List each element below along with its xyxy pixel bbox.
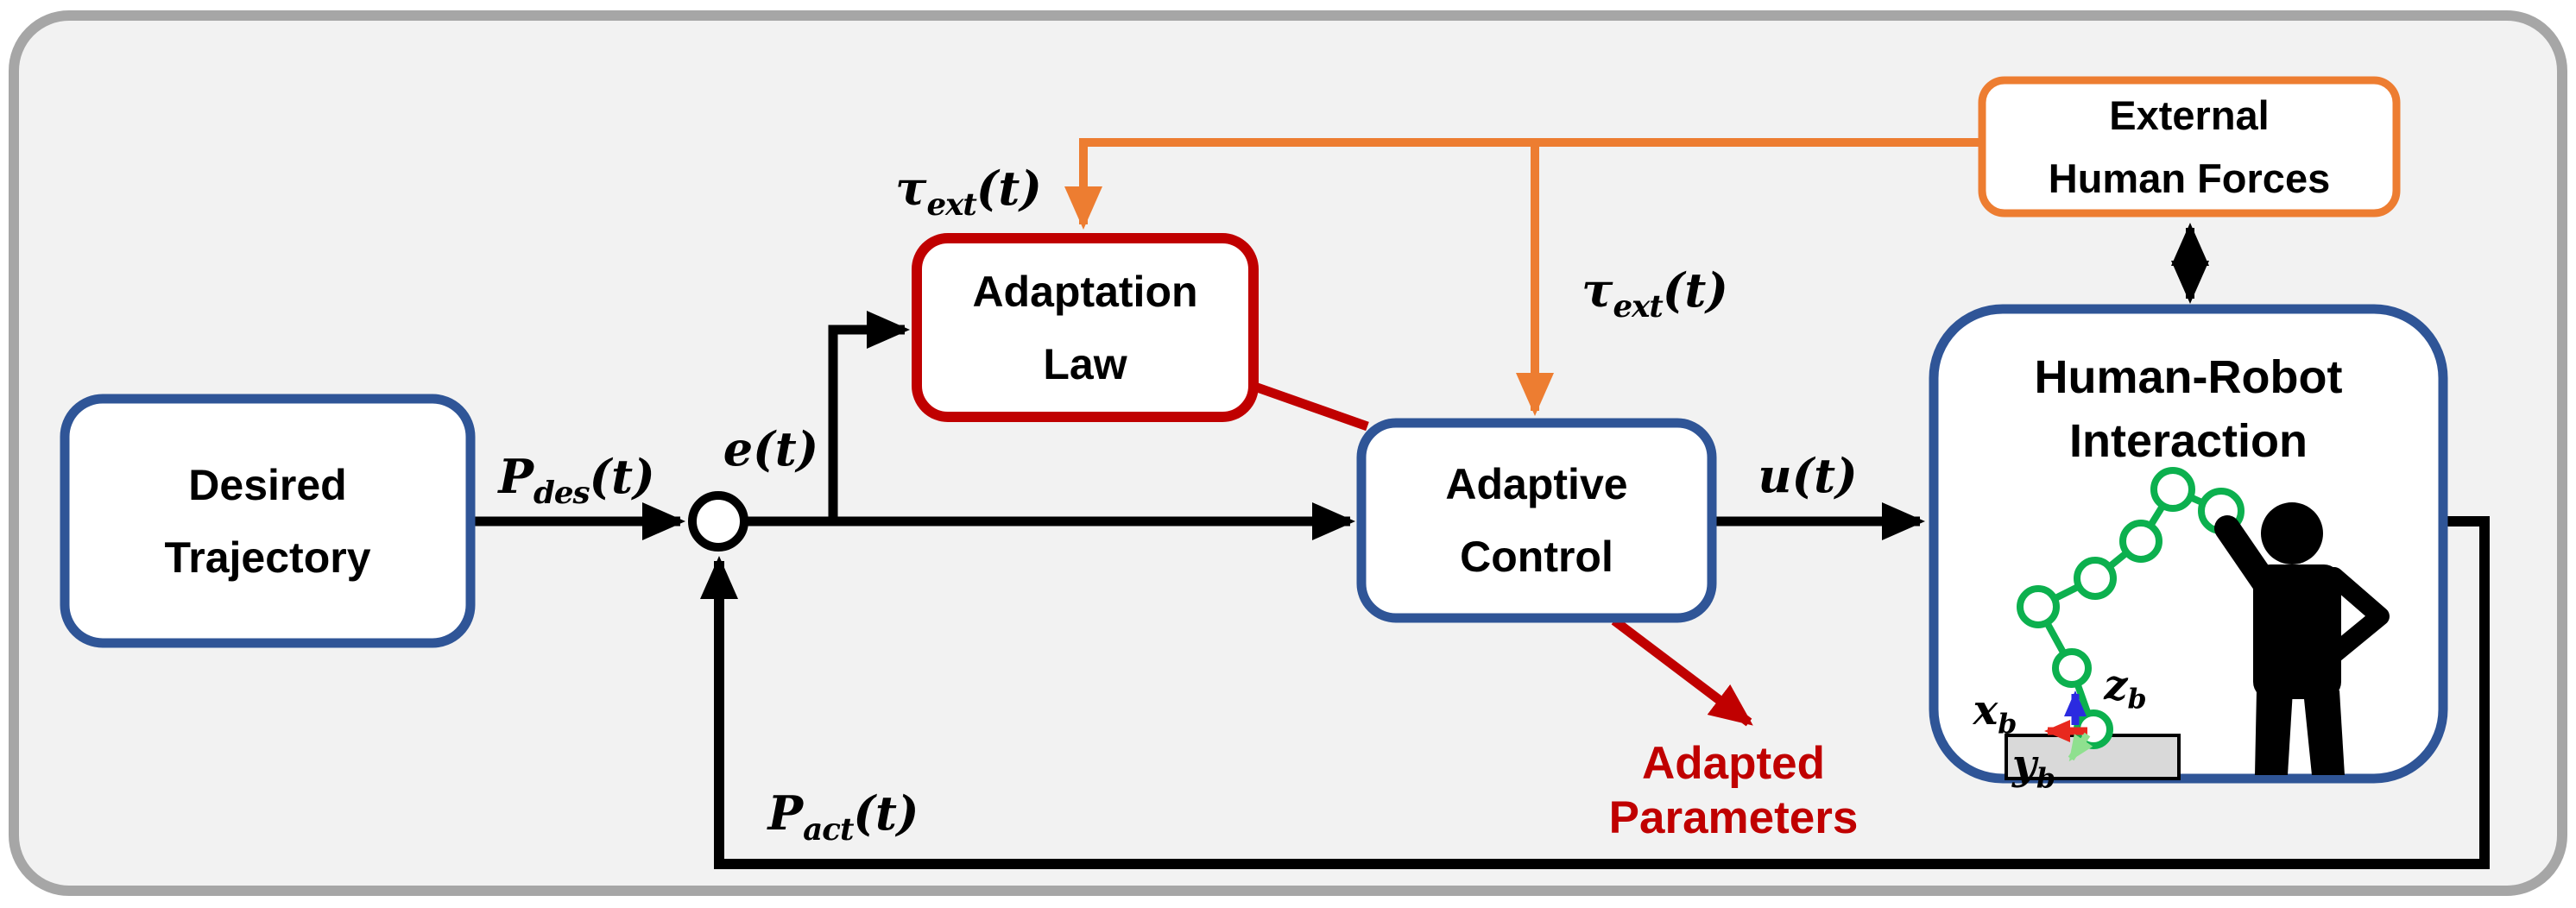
adaptive-control-box [1356,418,1717,623]
p-des-suffix: (t) [589,449,655,504]
signal-label-tau-ext-adaptation: τext(t) [895,161,1042,220]
human-head [2261,502,2323,564]
external-human-forces-label: External Human Forces [1982,80,2396,213]
robot-joint [2052,648,2092,688]
adaptive-control-label: Adaptive Control [1361,423,1712,618]
adapted-parameters-line2: Parameters [1608,792,1859,843]
robot-arm [2017,467,2245,749]
axis-label-y: yb [2011,741,2055,792]
tau1-sub: ext [926,186,976,223]
arrow-error-branch [828,311,910,521]
external-human-forces-box [1978,76,2401,218]
adaptation-law-label: Adaptation Law [917,238,1253,417]
human-robot-interaction-line1: Human-Robot [2034,351,2343,403]
signal-label-e: e(t) [723,421,818,476]
adaptive-control-line1: Adaptive [1445,460,1628,508]
p-des-main: P [498,449,534,504]
y-axis-arrow [2068,732,2093,762]
desired-trajectory-box [60,394,476,648]
z-axis-main: z [2104,661,2128,709]
adapted-parameters-label: Adapted Parameters [1609,736,1859,845]
axis-label-z: zb [2104,661,2146,713]
z-axis-sub: b [2127,683,2147,716]
adaptation-law-line2: Law [1043,339,1127,388]
tau2-suffix: (t) [1662,262,1728,318]
desired-trajectory-line2: Trajectory [164,533,371,582]
signal-label-p-act: Pact(t) [767,785,919,845]
signal-label-tau-ext-control: τext(t) [1582,262,1728,322]
desired-trajectory-label: Desired Trajectory [65,399,470,643]
y-axis-main: y [2011,741,2036,789]
p-act-main: P [767,785,804,841]
x-axis-sub: b [1998,708,2017,741]
tau2-main: τ [1582,262,1613,318]
human-left-leg [2255,690,2293,775]
outer-frame [9,10,2567,896]
human-figure [2214,502,2390,775]
u-main: u [1758,448,1792,503]
axis-label-x: xb [1973,686,2017,738]
adaptive-control-line2: Control [1460,533,1613,581]
signal-label-u: u(t) [1758,448,1857,503]
e-suffix: (t) [753,421,819,476]
robot-joint [2119,520,2162,563]
p-des-sub: des [533,475,590,511]
base-frame-axes [2044,690,2093,762]
external-human-forces-line2: Human Forces [2048,155,2331,201]
adaptation-law-line1: Adaptation [972,267,1198,316]
e-main: e [723,421,754,476]
u-suffix: (t) [1791,448,1858,503]
tau1-suffix: (t) [975,161,1042,216]
signal-label-p-des: Pdes(t) [498,449,655,508]
tau2-sub: ext [1613,288,1663,325]
human-robot-interaction-line2: Interaction [2068,415,2308,467]
arrow-feedback [700,516,2490,869]
human-akimbo-arm [2322,567,2390,665]
robot-joint [2074,557,2117,600]
summing-junction [688,491,748,552]
adaptation-law-box [912,233,1259,422]
adapted-parameters-line1: Adapted [1641,738,1825,789]
connectors [470,138,2490,869]
y-axis-sub: b [2036,762,2056,795]
desired-trajectory-line1: Desired [188,460,347,509]
robot-joint [2017,585,2060,628]
x-axis-main: x [1973,686,1998,735]
tau1-main: τ [895,161,927,216]
p-act-suffix: (t) [853,785,919,841]
human-raised-arm [2214,515,2282,602]
robot-joint [2150,467,2195,512]
arrow-adapted-parameters [1611,616,1753,727]
arrow-tau-adaptation [1064,138,1982,230]
p-act-sub: act [803,811,854,848]
hri-illustration [2005,467,2390,780]
human-right-leg [2303,690,2345,775]
line-adaptation-to-adaptive [1248,380,1369,432]
external-human-forces-line1: External [2109,92,2270,138]
human-robot-interaction-label: Human-Robot Interaction [1934,345,2443,483]
